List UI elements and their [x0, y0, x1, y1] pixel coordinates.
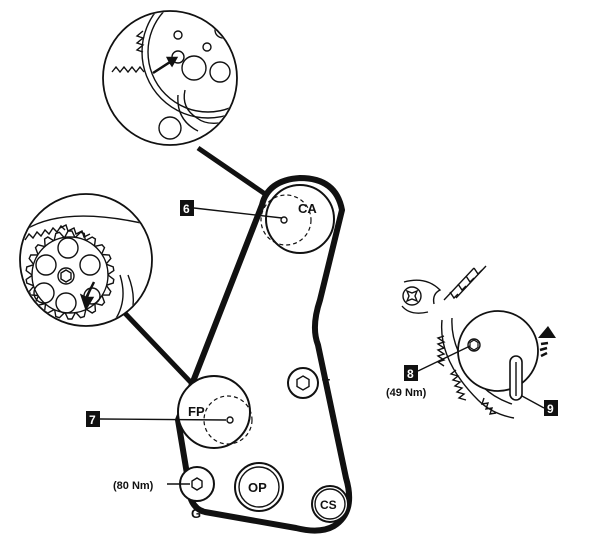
pulley-label-oil-pump: OP — [248, 480, 267, 495]
generator-pulley: (80 Nm) G — [113, 466, 215, 521]
pulley-label-generator: G — [191, 506, 201, 521]
camshaft-pulley: CA — [260, 184, 335, 254]
magnifier-leader — [118, 306, 202, 394]
pulley-label-crankshaft: CS — [320, 498, 337, 512]
camshaft-detail-magnifier — [102, 10, 270, 199]
torx-bit-icon — [401, 279, 442, 314]
magnifier-leader — [196, 145, 270, 199]
hex-bolt-icon — [191, 477, 203, 491]
tensioner-detail: 8 (49 Nm) 9 — [386, 265, 558, 419]
hex-bolt-icon — [296, 375, 310, 391]
callout-6: 6 — [180, 200, 283, 219]
alignment-arrow-icon — [152, 56, 179, 75]
magnifier-circle — [102, 10, 238, 146]
oil-pump-pulley: OP — [234, 462, 284, 512]
callout-9-box — [544, 400, 558, 416]
crankshaft-pulley: CS — [311, 485, 349, 523]
callout-7: 7 — [86, 411, 227, 427]
callout-9: 9 — [547, 402, 554, 416]
tensioner-pulley: T — [287, 367, 330, 399]
torque-generator: (80 Nm) — [113, 480, 154, 492]
timing-belt — [175, 175, 352, 534]
rotation-arrow-icon — [538, 326, 556, 358]
callout-8: 8 — [407, 367, 414, 381]
svg-text:6: 6 — [183, 202, 190, 216]
hex-bolt-icon — [469, 339, 479, 351]
pulley-label-tensioner: T — [322, 376, 330, 391]
callout-8-box — [404, 365, 418, 381]
alignment-arrow-icon — [79, 281, 96, 311]
svg-text:7: 7 — [89, 413, 96, 427]
pulley-label-camshaft: CA — [298, 201, 317, 216]
fuel-pump-detail-magnifier — [19, 193, 202, 394]
fuel-pump-pulley: FP — [177, 375, 253, 449]
pulley-label-fuel-pump: FP — [188, 404, 205, 419]
torque-tensioner: (49 Nm) — [386, 387, 427, 399]
magnifier-circle — [19, 193, 153, 327]
